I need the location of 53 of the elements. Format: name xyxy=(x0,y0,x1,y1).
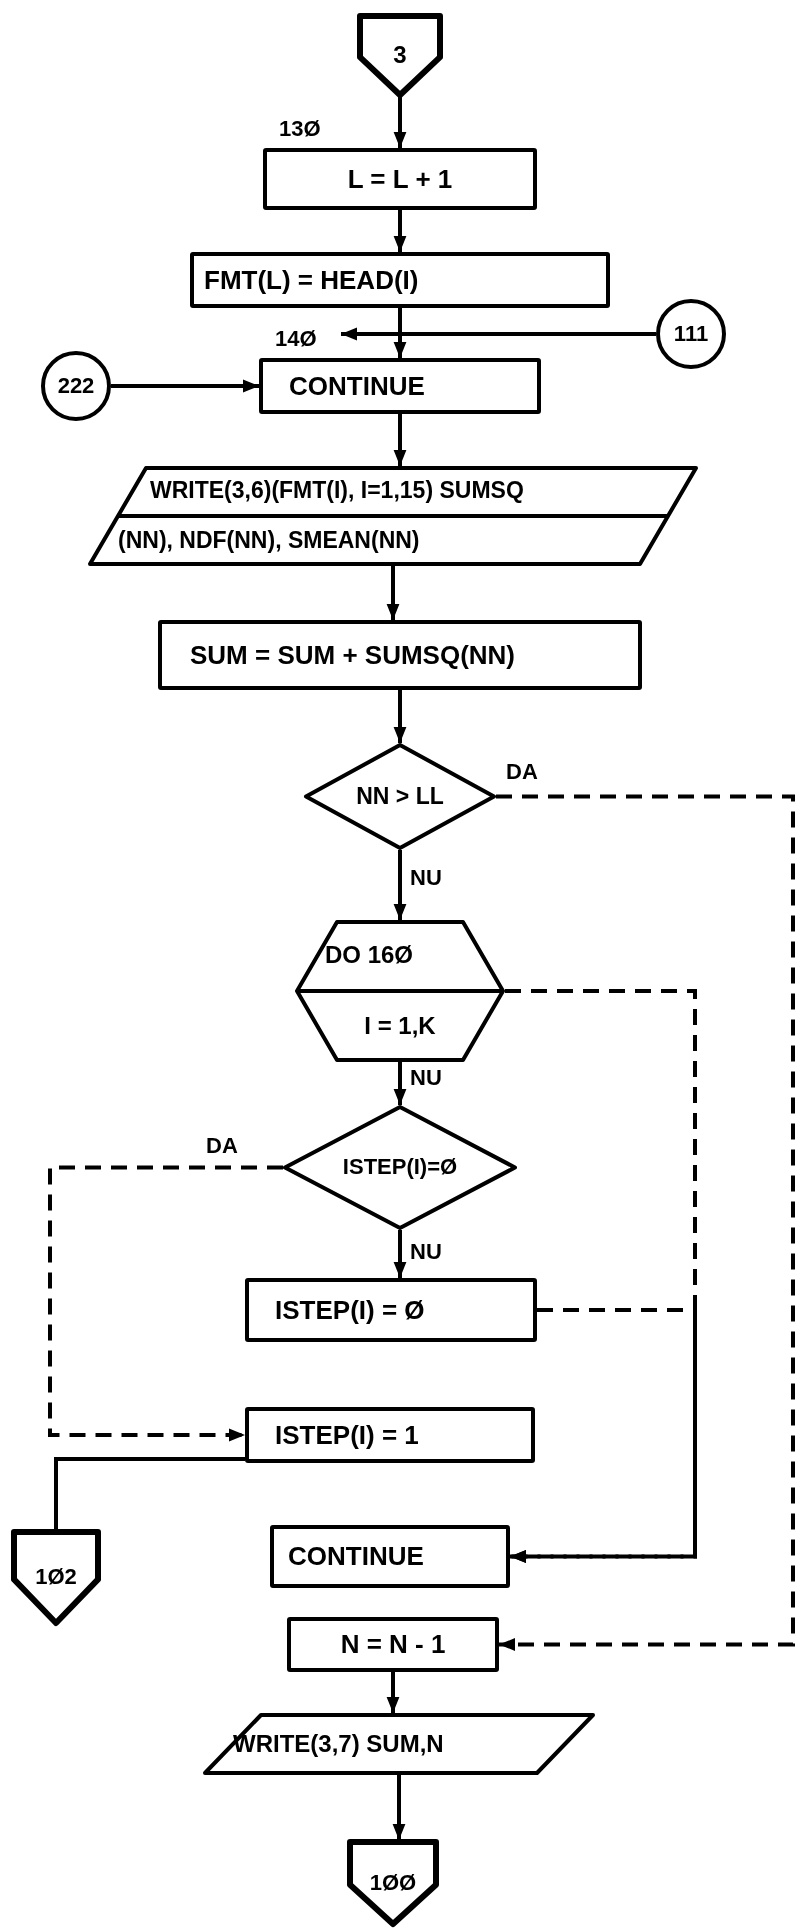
node-text: 222 xyxy=(57,373,95,399)
process-box xyxy=(245,1278,537,1342)
off-page-connector xyxy=(12,1530,100,1625)
loop-hexagon xyxy=(295,920,505,1062)
node-text: ISTEP(I) = Ø xyxy=(275,1295,425,1325)
process-box xyxy=(245,1407,535,1463)
node-text: CONTINUE xyxy=(288,1542,424,1571)
statement-label: 13Ø xyxy=(279,116,321,142)
arrow xyxy=(341,327,656,341)
node-text: DO 16Ø xyxy=(325,942,414,969)
node-text: WRITE(3,6)(FMT(I), I=1,15) SUMSQ xyxy=(150,478,524,504)
node-text: 111 xyxy=(673,321,709,347)
node-text: L = L + 1 xyxy=(347,164,453,194)
arrow xyxy=(48,1165,283,1442)
node-text: WRITE(3,7) SUM,N xyxy=(233,1730,444,1758)
arrow xyxy=(386,1672,400,1713)
process-box xyxy=(287,1617,499,1672)
node-text: SUM = SUM + SUMSQ(NN) xyxy=(190,640,516,670)
io-parallelogram xyxy=(88,466,698,566)
node-text: ISTEP(I)=Ø xyxy=(342,1155,458,1180)
node-text: ISTEP(I) = 1 xyxy=(275,1420,419,1450)
connector-line xyxy=(54,1457,245,1530)
node-text: NN > LL xyxy=(356,783,444,810)
node-text: N = N - 1 xyxy=(340,1630,446,1659)
arrow xyxy=(386,566,400,620)
node-text: CONTINUE xyxy=(289,371,425,401)
arrow xyxy=(393,97,407,148)
off-page-connector xyxy=(358,14,442,97)
decision-diamond xyxy=(283,1105,517,1230)
node-text: I = 1,K xyxy=(364,1013,436,1040)
arrow xyxy=(496,794,795,1651)
node-text: FMT(L) = HEAD(I) xyxy=(204,265,419,295)
decision-diamond xyxy=(304,743,496,850)
arrow xyxy=(393,414,407,466)
process-box xyxy=(190,252,610,308)
statement-label: 14Ø xyxy=(275,326,317,352)
arrow xyxy=(510,1308,697,1563)
arrow xyxy=(392,1775,406,1840)
process-box xyxy=(270,1525,510,1588)
node-text: 1ØØ xyxy=(369,1870,417,1896)
arrow xyxy=(393,210,407,252)
arrow xyxy=(393,690,407,743)
off-page-connector xyxy=(348,1840,438,1926)
arrow xyxy=(393,308,407,358)
io-parallelogram xyxy=(203,1713,595,1775)
node-text: (NN), NDF(NN), SMEAN(NN) xyxy=(118,528,420,554)
arrow xyxy=(393,850,407,920)
arrow xyxy=(393,1230,407,1278)
process-box xyxy=(158,620,642,690)
arrow xyxy=(393,1062,407,1105)
node-text: 1Ø2 xyxy=(35,1565,77,1590)
node-text: 3 xyxy=(393,42,407,69)
arrow xyxy=(111,379,259,393)
